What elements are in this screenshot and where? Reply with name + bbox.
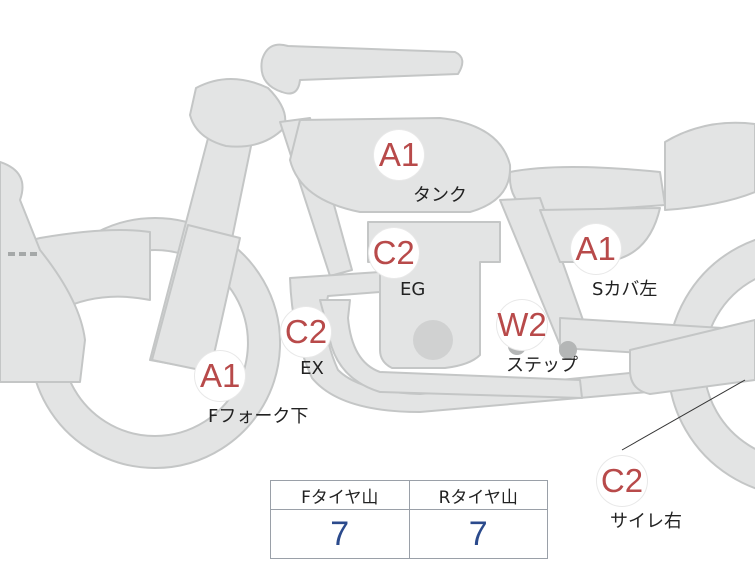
rear-tire-header: Rタイヤ山 <box>408 480 548 510</box>
damage-marker-silencer: C2 サイレ右 <box>562 456 682 533</box>
handlebar <box>260 43 464 95</box>
marker-label: EG <box>400 279 426 300</box>
marker-code: C2 <box>281 307 331 357</box>
rear-tire-value: 7 <box>408 509 548 559</box>
damage-marker-step: W2 ステップ <box>466 300 578 377</box>
marker-code: C2 <box>368 228 419 278</box>
marker-code: C2 <box>597 456 647 506</box>
rear-wheel <box>667 238 755 490</box>
marker-label: サイレ右 <box>610 511 682 532</box>
front-cowl <box>0 161 86 383</box>
marker-label: Sカバ左 <box>592 279 658 300</box>
damage-marker-exhaust: C2 EX <box>281 307 331 379</box>
marker-label: EX <box>300 358 324 379</box>
silencer-pointer <box>621 379 746 451</box>
exhaust-pipe-lower <box>319 299 583 399</box>
tire-tread-table: Fタイヤ山 Rタイヤ山 7 7 <box>270 480 548 559</box>
front-tire-value: 7 <box>270 509 410 559</box>
marker-label: ステップ <box>506 355 578 376</box>
engine-cover-dot <box>413 320 453 360</box>
headlight <box>189 78 287 148</box>
front-tire-header: Fタイヤ山 <box>270 480 410 510</box>
damage-marker-side-cover: A1 Sカバ左 <box>534 224 657 301</box>
marker-label: タンク <box>413 185 467 206</box>
damage-marker-tank: A1 タンク <box>331 130 467 207</box>
damage-marker-engine: C2 EG <box>362 228 425 300</box>
marker-code: A1 <box>374 130 424 180</box>
marker-code: A1 <box>195 351 246 401</box>
marker-code: W2 <box>497 300 547 350</box>
tail-cowl <box>664 121 755 211</box>
marker-label: Fフォーク下 <box>208 406 309 427</box>
footpeg-dot-right <box>559 341 577 359</box>
muffler <box>629 319 755 395</box>
marker-code: A1 <box>570 224 621 274</box>
damage-marker-front-fork: A1 Fフォーク下 <box>132 351 308 428</box>
